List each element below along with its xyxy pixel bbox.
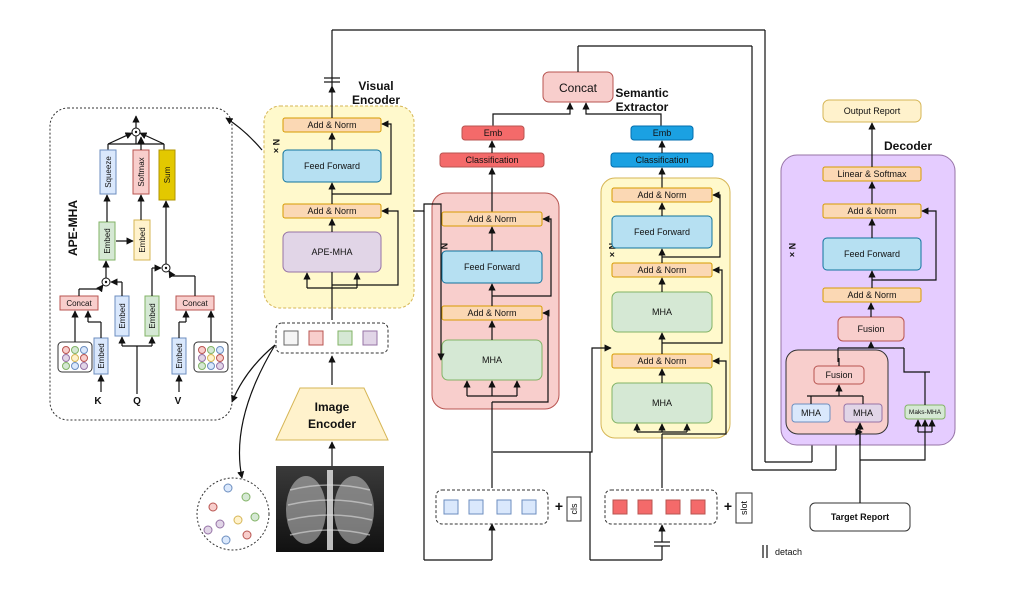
svg-text:MHA: MHA (652, 307, 672, 317)
svg-text:N ×: N × (787, 243, 797, 257)
token-cluster (196, 477, 270, 551)
cls-box (566, 496, 582, 522)
visual-nx-label: N × (271, 139, 281, 153)
svg-text:Encoder: Encoder (308, 417, 356, 431)
semantic-extractor: Semantic Extractor Concat Emb Classifica… (413, 45, 840, 561)
detach-label: detach (775, 547, 802, 557)
svg-text:Emb: Emb (484, 128, 503, 138)
svg-text:MHA: MHA (853, 408, 873, 418)
svg-text:Squeeze: Squeeze (104, 156, 113, 188)
output-report-block (822, 99, 922, 123)
semantic-title-2: Extractor (616, 100, 669, 114)
detach-legend: detach (762, 545, 802, 558)
svg-text:Feed Forward: Feed Forward (464, 262, 520, 272)
right-emb-block (630, 125, 694, 141)
slot-token-row (604, 489, 718, 525)
svg-text:Concat: Concat (559, 81, 598, 95)
svg-text:Classification: Classification (465, 155, 518, 165)
left-add-norm-top (441, 211, 543, 227)
token-link-arrow (237, 344, 276, 479)
svg-text:MHA: MHA (801, 408, 821, 418)
image-encoder-block (275, 387, 389, 441)
svg-text:Add & Norm: Add & Norm (467, 214, 516, 224)
ape-link-arrow-lower (231, 344, 276, 403)
svg-text:Linear & Softmax: Linear & Softmax (837, 169, 907, 179)
left-emb-block (461, 125, 525, 141)
svg-text:Feed Forward: Feed Forward (844, 249, 900, 259)
svg-text:Sum: Sum (163, 166, 172, 183)
svg-text:Feed Forward: Feed Forward (634, 227, 690, 237)
visual-encoder-title-2: Encoder (352, 93, 400, 107)
ape-mha-title: APE-MHA (66, 200, 80, 256)
svg-text:Embed: Embed (103, 228, 112, 253)
svg-text:MHA: MHA (652, 398, 672, 408)
svg-text:Fusion: Fusion (825, 370, 852, 380)
svg-text:Add & Norm: Add & Norm (637, 190, 686, 200)
svg-text:Embed: Embed (118, 303, 127, 328)
svg-text:Classification: Classification (635, 155, 688, 165)
visual-token-row (275, 322, 389, 354)
svg-text:Add & Norm: Add & Norm (467, 308, 516, 318)
chest-xray-image (276, 466, 384, 552)
svg-text:N ×: N × (439, 243, 449, 257)
slot-box (735, 492, 753, 524)
svg-text:Softmax: Softmax (137, 157, 146, 186)
svg-text:Add & Norm: Add & Norm (307, 120, 356, 130)
embed-mid-yellow (133, 219, 151, 261)
svg-text:Feed Forward: Feed Forward (304, 161, 360, 171)
svg-text:Add & Norm: Add & Norm (847, 206, 896, 216)
sum-block (158, 149, 176, 201)
squeeze-block (99, 149, 117, 195)
decoder-title: Decoder (884, 139, 932, 153)
visual-encoder: Visual Encoder N × Add & Norm Feed Forwa… (196, 29, 816, 552)
k-label: K (94, 396, 102, 407)
right-add-norm-top (611, 187, 713, 203)
visual-encoder-title-1: Visual (358, 79, 393, 93)
svg-text:N ×: N × (607, 243, 617, 257)
svg-text:Embed: Embed (138, 227, 147, 252)
svg-text:APE-MHA: APE-MHA (311, 247, 352, 257)
svg-text:Output Report: Output Report (844, 106, 901, 116)
svg-text:Fusion: Fusion (857, 324, 884, 334)
svg-text:Concat: Concat (182, 299, 208, 308)
ape-mha-panel: APE-MHA Squeeze Softmax Sum Embed Embed (49, 107, 233, 421)
svg-text:Emb: Emb (653, 128, 672, 138)
svg-text:Embed: Embed (97, 343, 106, 368)
svg-text:slot: slot (739, 501, 749, 516)
q-label: Q (133, 396, 141, 407)
svg-text:Add & Norm: Add & Norm (637, 265, 686, 275)
svg-text:Add & Norm: Add & Norm (307, 206, 356, 216)
semantic-title-1: Semantic (615, 86, 669, 100)
svg-text:Concat: Concat (66, 299, 92, 308)
svg-text:+: + (555, 498, 563, 514)
svg-text:Target Report: Target Report (831, 512, 889, 522)
cls-token-row (435, 489, 549, 525)
svg-text:MHA: MHA (482, 355, 502, 365)
svg-text:+: + (724, 498, 732, 514)
svg-text:Add & Norm: Add & Norm (847, 290, 896, 300)
svg-text:Embed: Embed (175, 343, 184, 368)
ape-link-arrow (225, 117, 263, 151)
svg-text:cls: cls (569, 503, 579, 514)
svg-text:Embed: Embed (148, 303, 157, 328)
svg-text:Add & Norm: Add & Norm (637, 356, 686, 366)
svg-text:Image: Image (315, 400, 350, 414)
svg-text:Maks-MHA: Maks-MHA (909, 409, 942, 416)
decoder: Output Report Decoder N × Linear & Softm… (780, 99, 956, 532)
v-label: V (175, 396, 182, 407)
